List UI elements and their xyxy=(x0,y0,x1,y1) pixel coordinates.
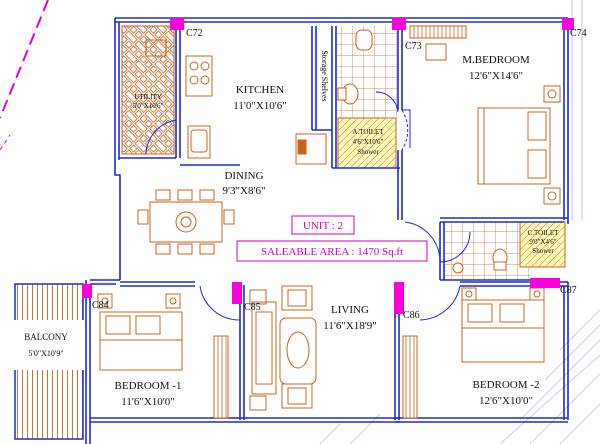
bedroom1-size: 11'6"X10'0" xyxy=(121,396,174,408)
c-toilet-note: Shower xyxy=(532,247,554,255)
c-toilet-size: 9'0"X4'6" xyxy=(529,238,556,246)
bedroom2-size: 12'6"X10'0" xyxy=(479,395,533,407)
columns xyxy=(82,18,574,314)
dining-size: 9'3"X8'6" xyxy=(223,185,266,197)
column-label-c73: C73 xyxy=(405,41,422,52)
c-toilet-shower xyxy=(519,221,566,268)
column-label-c72: C72 xyxy=(186,28,203,39)
column-label-c74: C74 xyxy=(570,28,587,39)
kitchen-fixtures xyxy=(145,39,327,165)
balcony-size: 5'0"X10'9" xyxy=(28,349,63,358)
a-toilet-shower xyxy=(337,117,397,169)
living-furniture xyxy=(249,285,317,411)
c-toilet-name: C.TOILET xyxy=(528,229,560,237)
master-bedroom-size: 12'6"X14'6" xyxy=(469,70,523,82)
dining-name: DINING xyxy=(224,170,263,182)
column-label-c87: C87 xyxy=(560,285,577,296)
door-swings xyxy=(145,91,471,321)
saleable-area-label: SALEABLE AREA : 1470 Sq.ft xyxy=(261,246,403,258)
wardrobe-bedroom2 xyxy=(402,335,418,419)
storage-label: Storage Shelves xyxy=(320,50,329,101)
bedroom1-name: BEDROOM -1 xyxy=(115,380,182,392)
a-toilet-size: 4'6"X10'6" xyxy=(353,138,384,146)
a-toilet-name: A.TOILET xyxy=(352,128,384,136)
column-label-c85: C85 xyxy=(244,302,261,313)
toilet-fixtures xyxy=(337,29,508,274)
utility-name: UTILITY xyxy=(134,93,162,101)
living-name: LIVING xyxy=(331,304,369,316)
bedroom2-furniture xyxy=(461,287,545,363)
kitchen-name: KITCHEN xyxy=(236,84,284,96)
dining-table xyxy=(137,189,235,255)
master-bedroom-name: M.BEDROOM xyxy=(462,54,530,66)
balcony xyxy=(13,283,85,440)
utility-floor xyxy=(121,25,175,155)
a-toilet-note: Shower xyxy=(357,148,379,156)
bedroom2-name: BEDROOM -2 xyxy=(473,379,540,391)
utility-size: 5'0"X10'6" xyxy=(133,102,164,110)
bedroom1-furniture xyxy=(97,293,183,371)
living-size: 11'6"X18'9" xyxy=(323,320,376,332)
column-label-c86: C86 xyxy=(403,310,420,321)
wardrobe-master xyxy=(409,25,467,39)
column-label-c84: C84 xyxy=(92,300,109,311)
wardrobe-bedroom1 xyxy=(213,335,229,419)
master-bedroom-furniture xyxy=(425,43,561,205)
unit-box xyxy=(291,215,355,235)
saleable-area-box xyxy=(236,240,428,262)
kitchen-size: 11'0"X10'6" xyxy=(233,100,286,112)
balcony-name: BALCONY xyxy=(24,332,68,342)
unit-label: UNIT : 2 xyxy=(303,220,343,232)
